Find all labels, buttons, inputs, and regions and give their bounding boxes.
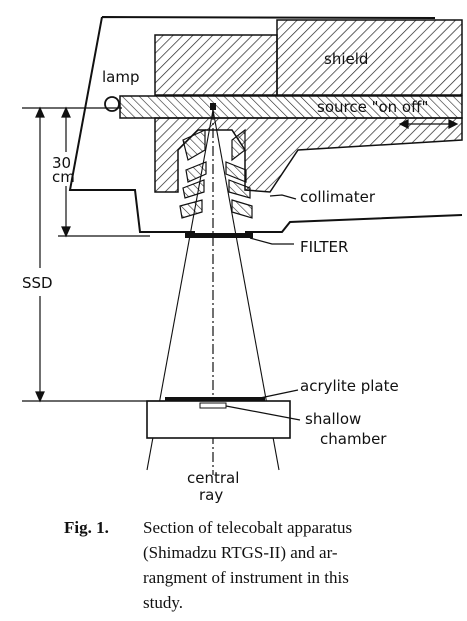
acrylite-plate xyxy=(165,397,265,401)
housing-outline xyxy=(68,16,463,233)
chamber-cavity xyxy=(199,402,227,409)
source-label: source "on off" xyxy=(317,98,428,116)
on-off-arrow xyxy=(398,119,459,129)
filter-plate xyxy=(185,233,253,238)
caption-line-3: rangment of instrument in this xyxy=(143,568,349,587)
lamp-circle xyxy=(104,96,120,112)
reference-lines xyxy=(22,107,165,402)
dimension-30cm xyxy=(61,106,71,238)
source-slider xyxy=(119,95,463,119)
figure-number: Fig. 1. xyxy=(64,518,109,537)
distance-unit-label: cm xyxy=(52,168,75,186)
caption-line-4: study. xyxy=(143,593,183,612)
leader-lines xyxy=(225,194,301,421)
shallow-label: shallow xyxy=(305,410,361,428)
caption-line-1: Section of telecobalt apparatus xyxy=(143,518,352,537)
figure-caption: Fig. 1. Section of telecobalt apparatus … xyxy=(64,518,352,612)
collimator-fins xyxy=(179,128,253,219)
central-label: central xyxy=(187,469,239,487)
shield-label: shield xyxy=(324,50,368,68)
filter-label: FILTER xyxy=(300,238,348,256)
caption-line-2: (Shimadzu RTGS-II) and ar- xyxy=(143,543,338,562)
collimator-label: collimater xyxy=(300,188,376,206)
acrylite-plate-label: acrylite plate xyxy=(300,377,399,395)
lamp-label: lamp xyxy=(102,68,140,86)
chamber-label: chamber xyxy=(320,430,387,448)
dimension-ssd xyxy=(35,106,45,403)
ssd-label: SSD xyxy=(22,274,53,292)
distance-label: 30 xyxy=(52,154,71,172)
source-point xyxy=(210,103,216,110)
ray-label: ray xyxy=(199,486,223,504)
